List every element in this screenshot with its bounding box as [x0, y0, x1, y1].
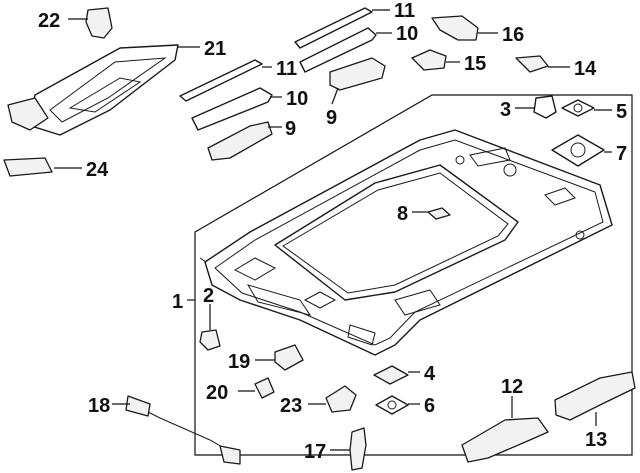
callout-5: 5 [616, 101, 627, 123]
part-10-handle-upper [299, 27, 377, 73]
part-24-cover [3, 157, 53, 177]
callout-15: 15 [464, 53, 486, 75]
callout-23: 23 [280, 395, 302, 417]
part-20-pad [254, 377, 275, 399]
callout-22: 22 [38, 10, 60, 32]
callout-18: 18 [88, 395, 110, 417]
callout-16: 16 [502, 24, 524, 46]
part-7-dome-lamp [551, 134, 605, 167]
part-4-pad [373, 365, 409, 385]
callout-4: 4 [424, 363, 436, 385]
callout-7: 7 [616, 143, 627, 165]
callout-11a: 11 [394, 0, 415, 22]
leader-9-upper [331, 87, 339, 105]
callout-13: 13 [585, 429, 607, 451]
callout-9a: 9 [326, 107, 337, 129]
callout-6: 6 [424, 395, 435, 417]
callout-24: 24 [86, 159, 109, 181]
headliner-panel [199, 129, 613, 356]
part-14-clip [515, 55, 549, 73]
part-17-bracket [349, 427, 367, 471]
part-12-bracket [461, 417, 549, 463]
assembly-bracket-frame [194, 94, 633, 456]
callout-17: 17 [304, 441, 326, 463]
part-3-socket [533, 95, 557, 119]
part-10-handle-lower [191, 87, 273, 131]
part-9-cover-lower [207, 121, 273, 161]
callout-21: 21 [204, 38, 226, 60]
callout-14: 14 [574, 58, 597, 80]
part-11-trim-upper [294, 7, 373, 49]
part-9-cover-upper [329, 57, 386, 91]
sun-visor-21 [7, 44, 179, 136]
part-11-trim-lower [179, 59, 263, 102]
callout-9b: 9 [285, 118, 296, 140]
callout-2: 2 [203, 285, 214, 307]
part-15-clip [411, 49, 447, 71]
callout-20: 20 [206, 382, 228, 404]
sunroof-opening [274, 164, 519, 301]
callout-1: 1 [172, 291, 183, 313]
callout-11b: 11 [276, 58, 297, 80]
callout-12: 12 [501, 376, 523, 398]
part-23-bracket [325, 385, 357, 413]
part-5-lamp-ring [561, 99, 595, 117]
callout-8: 8 [397, 203, 408, 225]
part-19-cover [274, 344, 304, 371]
part-16-bracket [431, 15, 479, 41]
callout-19: 19 [228, 351, 250, 373]
callout-3: 3 [500, 99, 511, 121]
part-2-clip [199, 329, 221, 351]
callout-10b: 10 [286, 88, 308, 110]
callout-10a: 10 [396, 23, 418, 45]
part-22-visor-clip [85, 7, 113, 39]
part-18-harness [125, 395, 241, 465]
part-6-lamp [375, 395, 409, 415]
part-8-pad [427, 207, 451, 220]
part-13-bracket [554, 371, 636, 421]
